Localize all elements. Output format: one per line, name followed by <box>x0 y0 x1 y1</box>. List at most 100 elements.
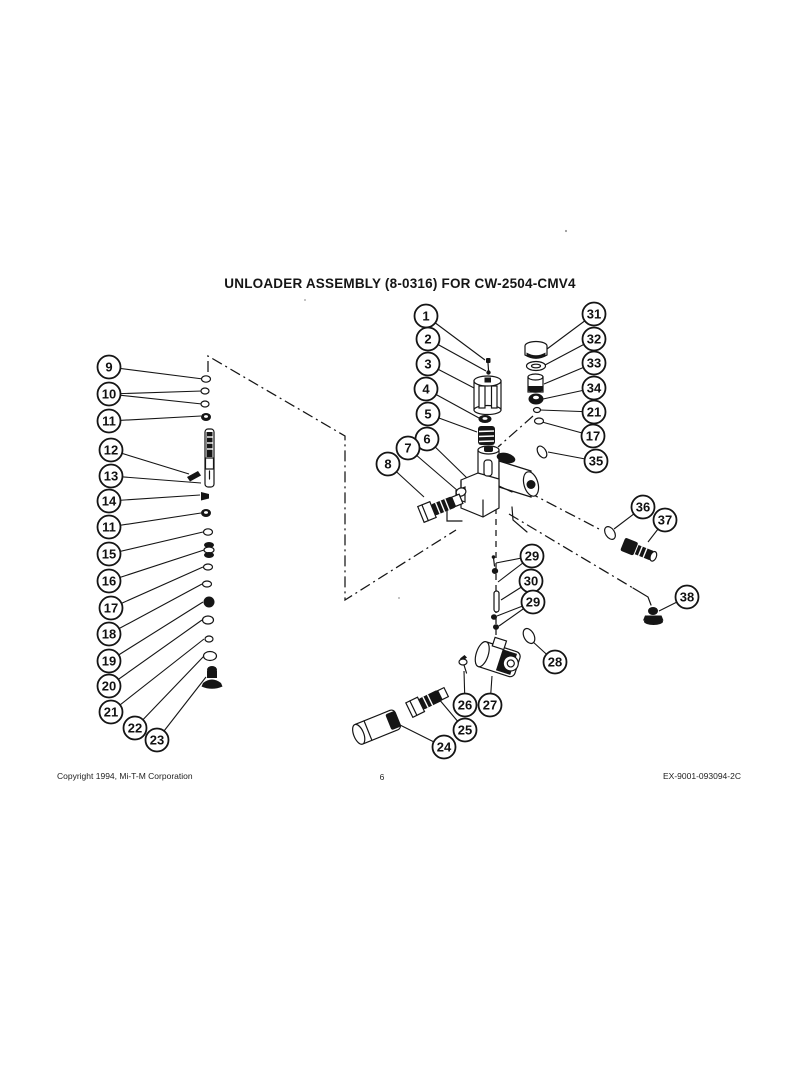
part-cartridge-3 <box>473 375 502 416</box>
callout-balloon-12 <box>98 437 124 463</box>
part-ring-11a <box>201 413 211 421</box>
callout-2-17: 2 <box>415 326 487 372</box>
part-bolt-25 <box>405 686 450 719</box>
scan-speck <box>398 597 400 599</box>
callout-38-33: 38 <box>658 584 700 612</box>
callout-balloon-15 <box>96 541 122 567</box>
part-pin-12 <box>187 471 201 482</box>
callout-number-17: 17 <box>104 601 118 616</box>
body-foot-right <box>511 506 528 533</box>
callout-25-40: 25 <box>437 697 478 743</box>
scan-speck <box>304 299 306 301</box>
callout-number-34: 34 <box>587 381 602 396</box>
part-ring-21b <box>532 406 542 414</box>
callout-23-15: 23 <box>144 676 207 753</box>
callout-balloon-11 <box>96 514 122 540</box>
callout-balloon-2 <box>415 326 441 352</box>
leader-line-17 <box>110 566 204 609</box>
callout-number-3: 3 <box>424 357 431 372</box>
callout-20-12: 20 <box>96 619 203 699</box>
callout-number-16: 16 <box>102 574 116 589</box>
part-pin-14 <box>201 492 209 501</box>
callout-balloon-7 <box>395 435 421 461</box>
callout-balloon-17 <box>580 423 606 449</box>
part-stack-16 <box>203 542 215 558</box>
scan-speck <box>564 229 568 233</box>
part-oring-20 <box>201 615 215 625</box>
callout-number-5: 5 <box>424 407 431 422</box>
leader-line-23 <box>156 676 207 741</box>
callout-number-30: 30 <box>524 574 538 589</box>
leader-line-14 <box>108 494 201 502</box>
callout-balloon-36 <box>630 494 656 520</box>
part-oring-32 <box>525 360 547 372</box>
callout-balloon-29 <box>519 543 545 569</box>
callout-balloon-13 <box>98 463 124 489</box>
part-fitting-23 <box>201 666 223 689</box>
callout-8-23: 8 <box>375 451 425 498</box>
callout-balloon-37 <box>652 507 678 533</box>
leader-line-11 <box>108 415 202 422</box>
callout-balloon-19 <box>96 648 122 674</box>
part-screw-1-2 <box>486 358 491 375</box>
callout-balloon-32 <box>581 326 607 352</box>
callout-5-20: 5 <box>415 401 478 433</box>
center-parts-stack <box>416 358 540 524</box>
callout-number-1: 1 <box>422 309 429 324</box>
callout-balloon-16 <box>96 568 122 594</box>
callout-balloon-21 <box>581 399 607 425</box>
callout-33-26: 33 <box>543 350 607 385</box>
callout-balloon-11 <box>96 408 122 434</box>
callout-balloon-18 <box>96 621 122 647</box>
right-fittings <box>604 526 664 625</box>
callout-29-34: 29 <box>495 543 545 583</box>
callout-number-8: 8 <box>384 457 391 472</box>
callout-balloon-26 <box>452 692 478 718</box>
callout-balloon-14 <box>96 488 122 514</box>
leader-line-18 <box>108 583 203 635</box>
callout-balloon-20 <box>96 673 122 699</box>
callout-24-41: 24 <box>395 722 457 760</box>
centerline-right-top-axis <box>497 415 534 448</box>
part-seat-33 <box>527 373 544 393</box>
callout-layer: 9101112131411151617181920212223123456783… <box>96 301 700 760</box>
callout-13-4: 13 <box>98 463 202 489</box>
leader-line-19 <box>108 601 204 662</box>
part-lower-body-27 <box>474 636 521 678</box>
callout-number-11: 11 <box>102 520 116 535</box>
callout-number-28: 28 <box>548 655 562 670</box>
callout-15-7: 15 <box>96 531 204 567</box>
callout-number-23: 23 <box>150 733 164 748</box>
page-title: UNLOADER ASSEMBLY (8-0316) FOR CW-2504-C… <box>224 276 576 291</box>
centerline-oring36-axis <box>527 491 602 531</box>
centerline-left-axis <box>207 354 457 602</box>
callout-number-27: 27 <box>483 698 497 713</box>
callout-number-17: 17 <box>586 429 600 444</box>
part-valve-body <box>455 445 540 518</box>
callout-number-21: 21 <box>104 705 118 720</box>
callout-35-30: 35 <box>547 448 609 474</box>
callout-balloon-24 <box>431 734 457 760</box>
part-ring-10a <box>200 387 210 395</box>
callout-balloon-17 <box>98 595 124 621</box>
callout-4-19: 4 <box>413 376 480 419</box>
callout-number-12: 12 <box>104 443 118 458</box>
callout-number-36: 36 <box>636 500 650 515</box>
callout-number-26: 26 <box>458 698 472 713</box>
callout-number-29: 29 <box>526 595 540 610</box>
callout-26-38: 26 <box>452 670 478 718</box>
part-ring-17b <box>533 417 545 425</box>
part-ring-15 <box>202 528 214 536</box>
callout-balloon-27 <box>477 692 503 718</box>
callout-balloon-8 <box>375 451 401 477</box>
leader-line-9 <box>108 366 204 380</box>
callout-balloon-35 <box>583 448 609 474</box>
callout-number-24: 24 <box>437 740 452 755</box>
callout-balloon-3 <box>415 351 441 377</box>
leader-line-11 <box>108 512 202 528</box>
callout-16-8: 16 <box>96 549 205 594</box>
callout-12-3: 12 <box>98 437 190 475</box>
leader-line-22 <box>134 655 205 729</box>
part-fitting-37 <box>620 538 658 562</box>
